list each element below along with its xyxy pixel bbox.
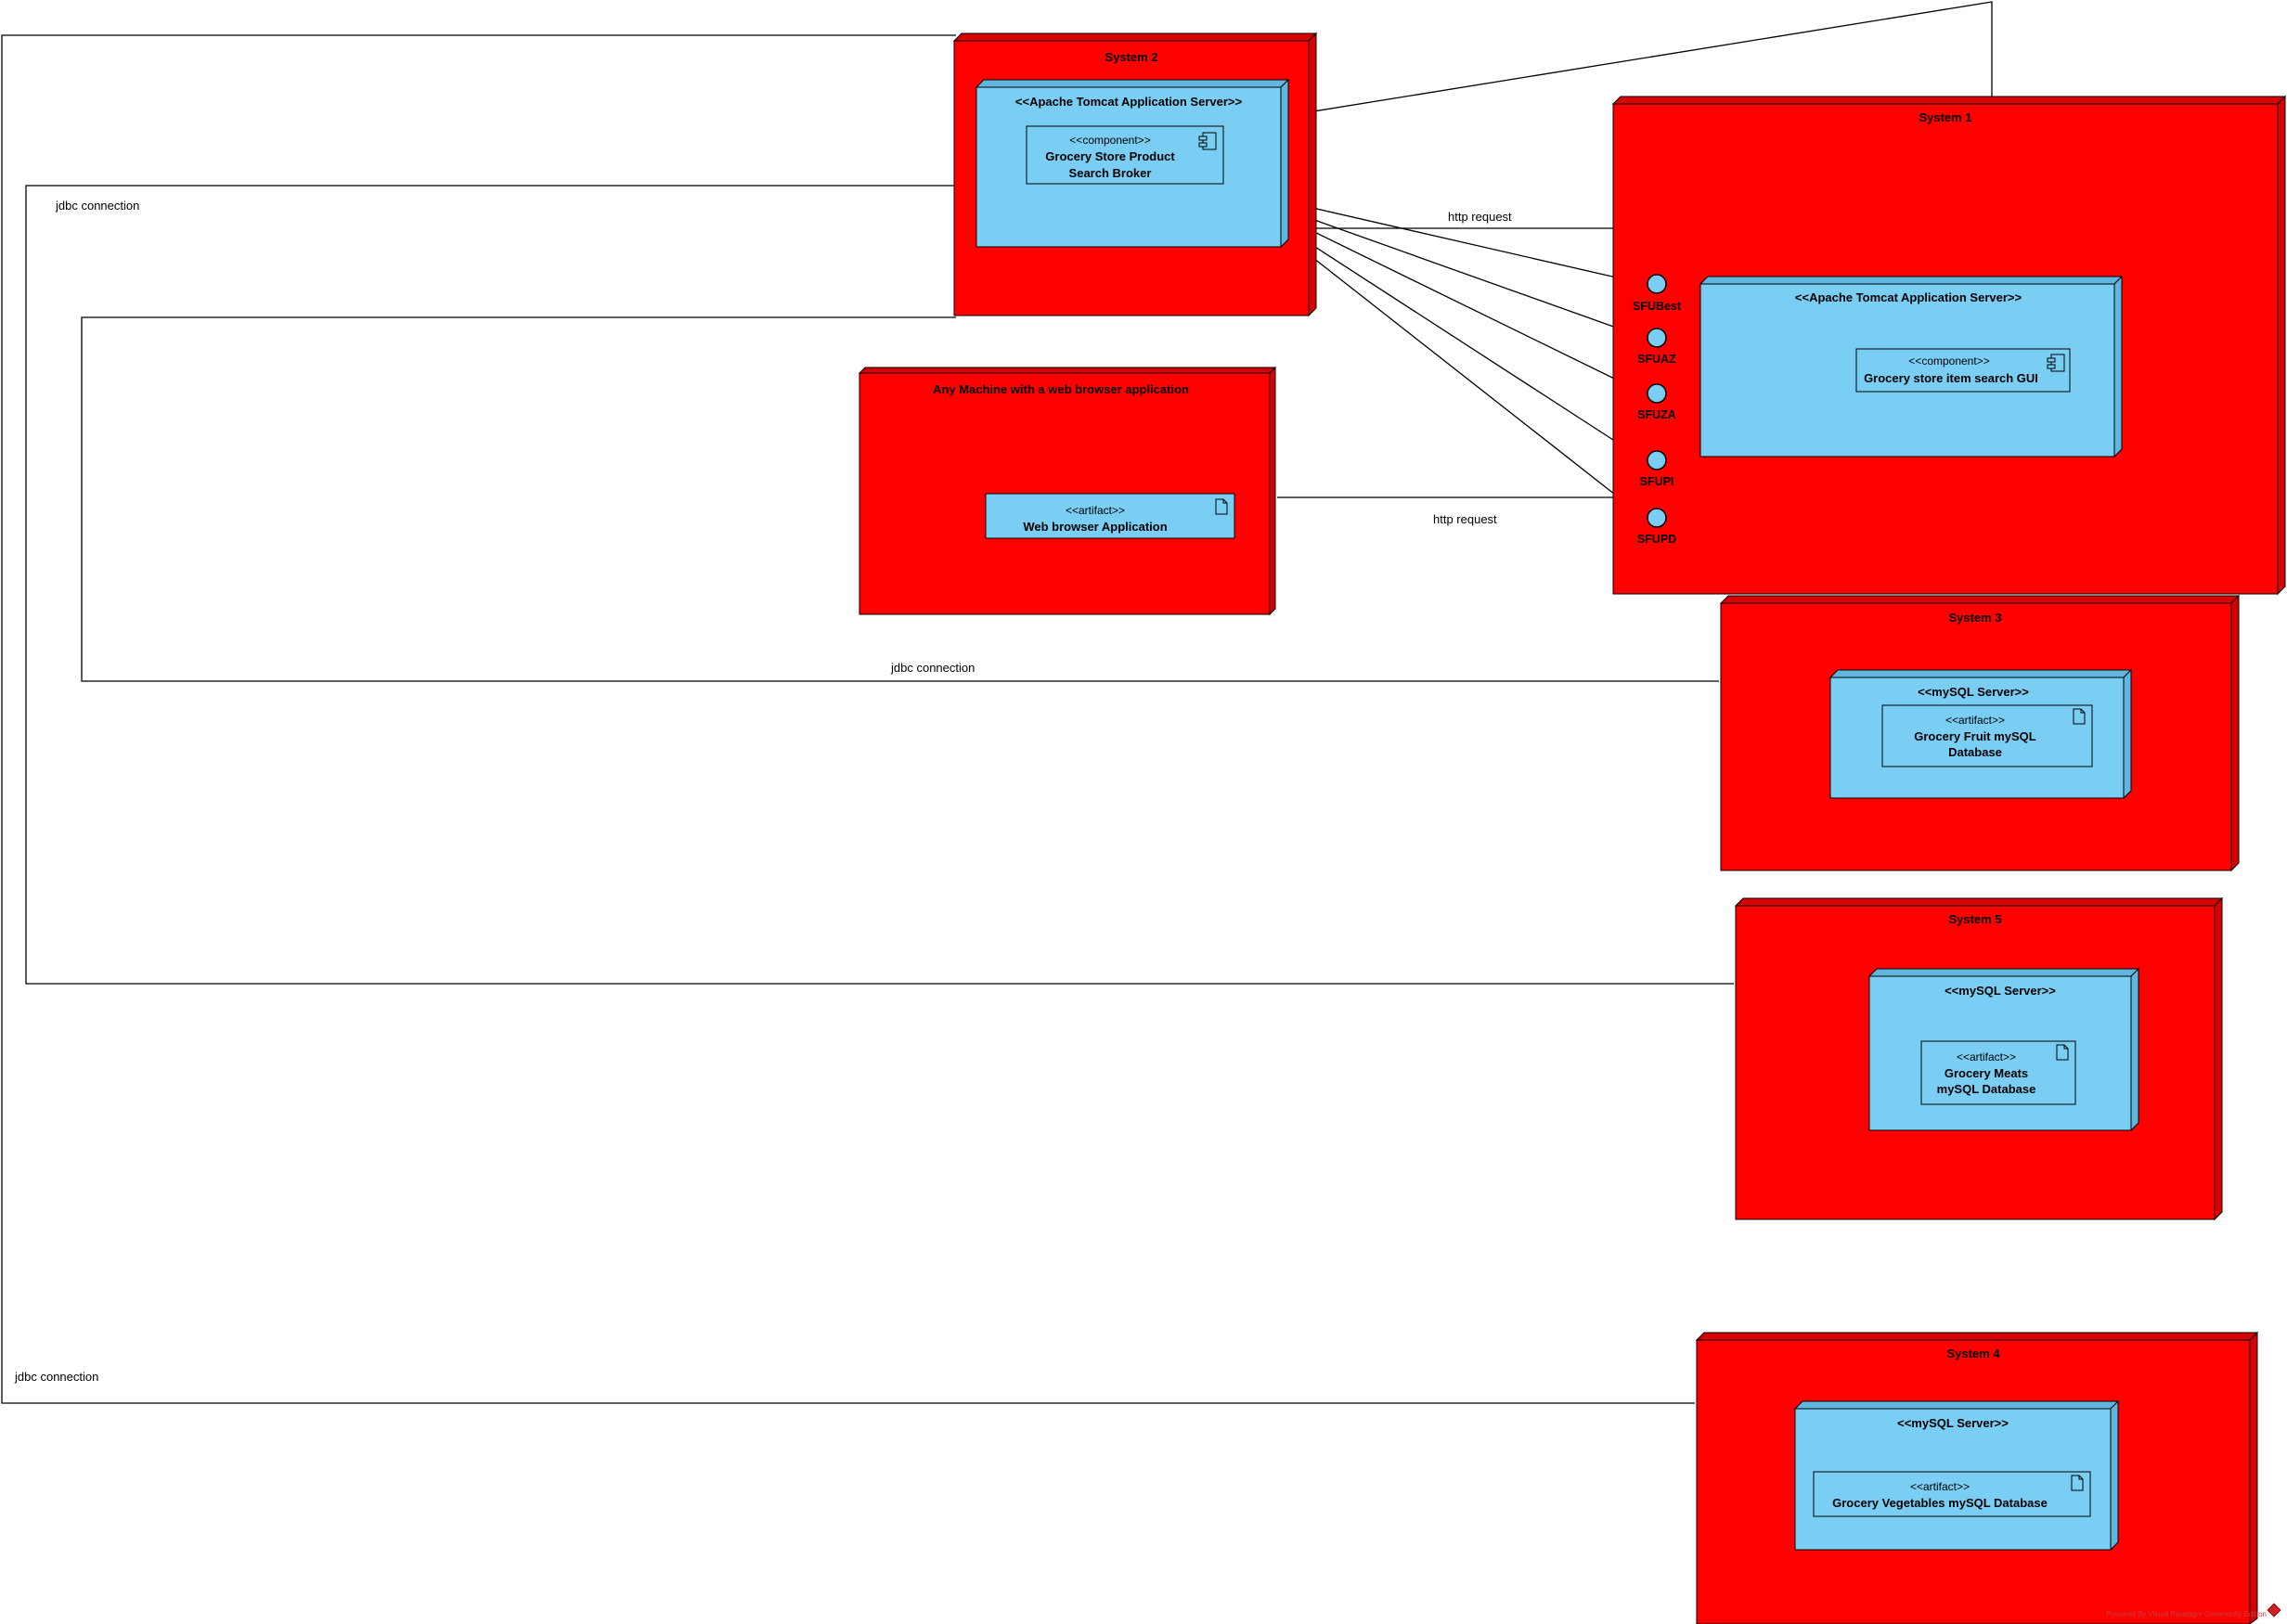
artifact-vegetables-db-name: Grocery Vegetables mySQL Database (1832, 1496, 2048, 1510)
node-system1-top (1611, 96, 2287, 105)
server-tomcat-system1-title: <<Apache Tomcat Application Server>> (1795, 290, 2022, 304)
label-jdbc-middle: jdbc connection (890, 661, 975, 675)
node-system3-top (1719, 595, 2241, 604)
interface-sfupd[interactable]: SFUPD (1637, 508, 1676, 546)
label-http-request-bottom: http request (1433, 512, 1497, 526)
artifact-meats-db-name-line2: mySQL Database (1937, 1082, 2036, 1096)
interface-sfubest[interactable]: SFUBest (1633, 274, 1682, 313)
node-any-machine-side (1269, 366, 1276, 616)
server-mysql-system5-top (1867, 968, 2140, 977)
watermark-text: Powered By Visual Paradigm Community Edi… (2106, 1610, 2267, 1618)
interface-sfuza-circle (1647, 383, 1667, 404)
server-tomcat-system2-top (975, 79, 1290, 88)
interface-sfubest-circle (1647, 274, 1667, 294)
server-mysql-system4-side (2110, 1399, 2119, 1552)
artifact-fruit-db-name-line1: Grocery Fruit mySQL (1914, 729, 2036, 743)
artifact-fruit-db-name-line2: Database (1948, 745, 2002, 759)
node-any-machine[interactable]: Any Machine with a web browser applicati… (858, 366, 1277, 616)
component-icon (2047, 354, 2065, 372)
interface-sfuaz[interactable]: SFUAZ (1637, 328, 1676, 366)
component-gui-name: Grocery store item search GUI (1864, 371, 2038, 385)
artifact-web-browser-stereotype: <<artifact>> (1066, 504, 1125, 517)
label-jdbc-top: jdbc connection (55, 199, 139, 213)
node-system3-title: System 3 (1948, 611, 2001, 625)
interface-sfuza[interactable]: SFUZA (1637, 383, 1676, 421)
server-mysql-system5-title: <<mySQL Server>> (1945, 984, 2056, 998)
jdbc-line-system5[interactable] (25, 185, 1734, 985)
component-gui-stereotype: <<component>> (1908, 354, 1989, 367)
interfaces: SFUBest SFUAZ SFUZA SFUPI SFUPD (1633, 274, 1682, 546)
component-broker[interactable]: <<component>> Grocery Store Product Sear… (1026, 125, 1224, 185)
node-any-machine-top (858, 367, 1277, 374)
component-broker-stereotype: <<component>> (1069, 134, 1150, 147)
server-mysql-system4-title: <<mySQL Server>> (1897, 1416, 2009, 1430)
server-mysql-system3-title: <<mySQL Server>> (1918, 685, 2029, 699)
artifact-fruit-db-box (1881, 704, 2093, 767)
artifact-fruit-db-stereotype: <<artifact>> (1945, 714, 2005, 727)
document-icon (1215, 498, 1228, 515)
node-any-machine-title: Any Machine with a web browser applicati… (933, 382, 1189, 396)
document-icon (2056, 1044, 2069, 1061)
connection-labels: http request http request jdbc connectio… (14, 199, 1512, 1384)
server-mysql-system3-side (2123, 668, 2132, 800)
node-system5-title: System 5 (1948, 912, 2001, 926)
watermark: Powered By Visual Paradigm Community Edi… (2106, 1603, 2281, 1618)
visual-paradigm-logo-icon (2267, 1603, 2281, 1618)
server-mysql-system3-top (1828, 669, 2133, 678)
node-system4-title: System 4 (1946, 1347, 2000, 1360)
artifact-meats-db-box (1920, 1040, 2076, 1105)
artifact-meats-db-name-line1: Grocery Meats (1945, 1066, 2028, 1080)
interface-sfuza-label: SFUZA (1637, 408, 1676, 421)
node-system2-side (1308, 32, 1317, 317)
server-mysql-system4-top (1793, 1400, 2120, 1410)
node-system4-side (2249, 1331, 2258, 1624)
server-tomcat-system2-side (1280, 78, 1289, 249)
node-system5-side (2214, 896, 2223, 1221)
component-icon (1198, 132, 1217, 150)
node-system4[interactable]: System 4 (1695, 1331, 2259, 1624)
artifact-meats-db[interactable]: <<artifact>> Grocery Meats mySQL Databas… (1920, 1040, 2076, 1105)
artifact-fruit-db[interactable]: <<artifact>> Grocery Fruit mySQL Databas… (1881, 704, 2093, 767)
node-system3-side (2230, 594, 2240, 872)
jdbc-line-system4[interactable] (1, 34, 1695, 1404)
component-gui-box (1855, 348, 2071, 393)
node-system5-top (1734, 897, 2224, 907)
artifact-web-browser[interactable]: <<artifact>> Web browser Application (985, 493, 1235, 539)
component-gui[interactable]: <<component>> Grocery store item search … (1855, 348, 2071, 393)
document-icon (2071, 1475, 2084, 1491)
interface-sfupd-label: SFUPD (1637, 533, 1676, 546)
node-system2-title: System 2 (1105, 50, 1157, 64)
interface-sfuaz-circle (1647, 328, 1667, 348)
artifact-meats-db-stereotype: <<artifact>> (1957, 1050, 2016, 1063)
artifact-vegetables-db[interactable]: <<artifact>> Grocery Vegetables mySQL Da… (1813, 1471, 2091, 1517)
interface-sfubest-label: SFUBest (1633, 300, 1682, 313)
jdbc-line-system3[interactable] (81, 316, 1719, 682)
interface-sfupi-circle (1647, 450, 1667, 470)
component-broker-box (1026, 125, 1224, 185)
artifact-web-browser-box (985, 493, 1235, 539)
artifact-vegetables-db-stereotype: <<artifact>> (1910, 1480, 1970, 1493)
label-jdbc-bottom: jdbc connection (14, 1370, 98, 1384)
node-system1-title: System 1 (1919, 110, 1971, 124)
component-broker-name-line1: Grocery Store Product (1045, 149, 1175, 163)
interface-sfupd-circle (1647, 508, 1667, 528)
server-tomcat-system1-top (1699, 276, 2124, 285)
node-system2-top (952, 32, 1318, 42)
interface-sfuaz-label: SFUAZ (1637, 353, 1676, 366)
server-tomcat-system1-side (2113, 275, 2123, 458)
node-system4-top (1695, 1332, 2259, 1341)
interface-sfupi[interactable]: SFUPI (1640, 450, 1674, 488)
artifact-web-browser-name: Web browser Application (1023, 520, 1167, 534)
server-tomcat-system2-title: <<Apache Tomcat Application Server>> (1015, 95, 1243, 109)
server-mysql-system5-side (2130, 967, 2139, 1132)
node-system1-side (2277, 95, 2286, 596)
interface-sfupi-label: SFUPI (1640, 475, 1674, 488)
document-icon (2073, 708, 2086, 725)
artifact-vegetables-db-box (1813, 1471, 2091, 1517)
label-http-request-top: http request (1448, 210, 1512, 224)
component-broker-name-line2: Search Broker (1069, 166, 1152, 180)
